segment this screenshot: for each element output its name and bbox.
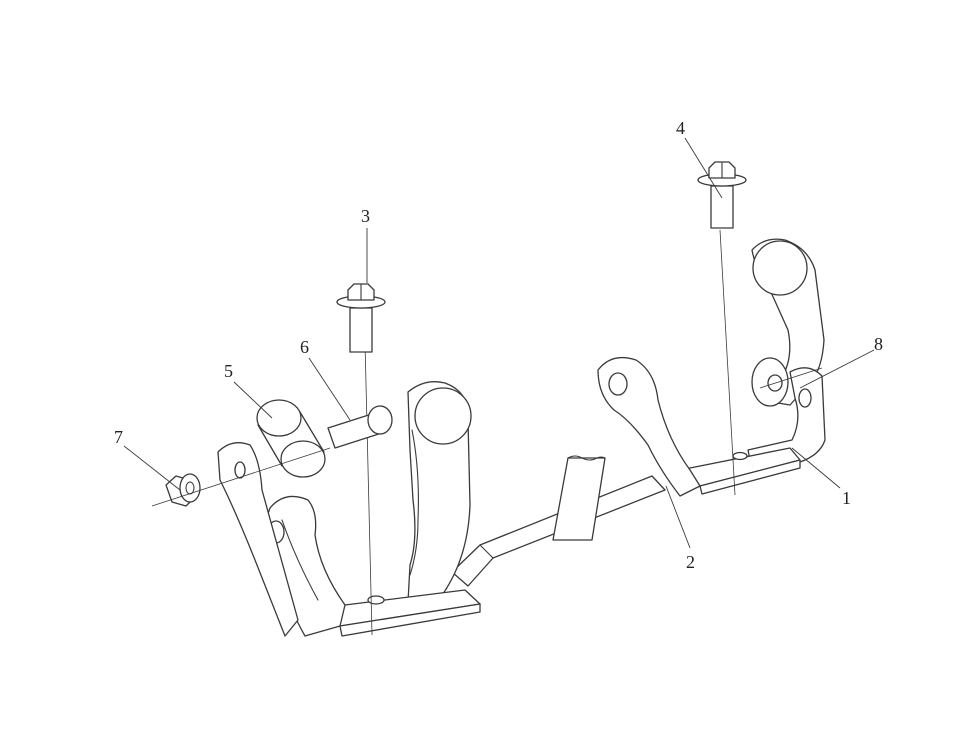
rear-pin-axis [759, 367, 823, 389]
left-bracket [217, 381, 481, 637]
bushing-part-5 [256, 399, 326, 478]
callout-labels: 1 2 3 4 5 6 7 8 [114, 118, 883, 572]
callout-3: 3 [361, 206, 370, 226]
callout-1: 1 [842, 488, 851, 508]
callout-6: 6 [300, 337, 309, 357]
bolt-part-3 [336, 283, 386, 636]
bolt-part-4 [697, 161, 747, 496]
callout-7: 7 [114, 427, 123, 447]
connecting-rail [451, 455, 666, 587]
pin-axis [151, 447, 331, 507]
nut-part-7 [165, 473, 201, 507]
right-bracket [597, 238, 826, 497]
callout-2: 2 [686, 552, 695, 572]
pin-part-6 [327, 405, 393, 449]
callout-4: 4 [676, 118, 685, 138]
callout-8: 8 [874, 334, 883, 354]
leader-lines [123, 137, 875, 549]
callout-5: 5 [224, 361, 233, 381]
